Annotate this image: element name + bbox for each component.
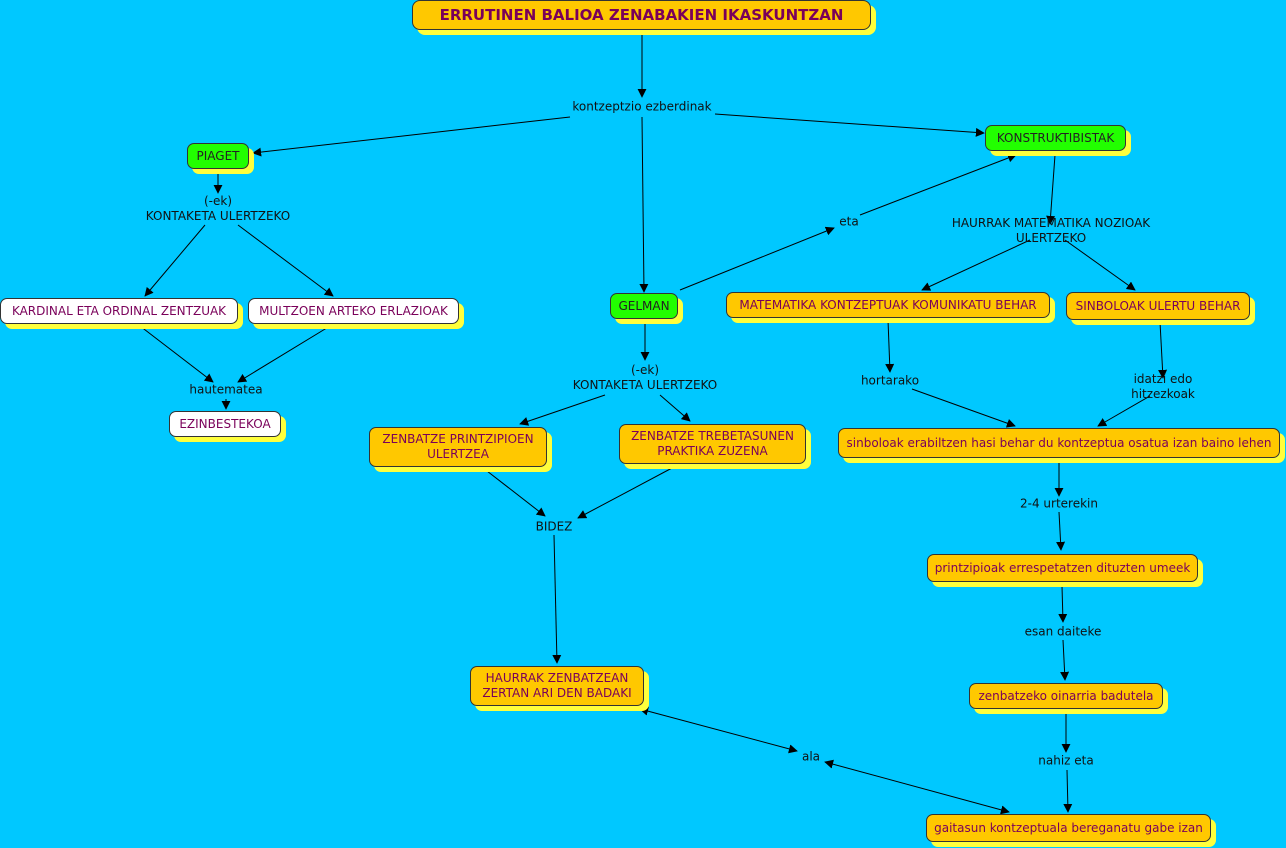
edge <box>679 226 835 291</box>
ek-kontaketa-label-2: (-ek) KONTAKETA ULERTZEKO <box>572 363 718 392</box>
main-title: ERRUTINEN BALIOA ZENABAKIEN IKASKUNTZAN <box>412 0 871 30</box>
edge <box>1097 395 1151 427</box>
ezinbestekoa-node: EZINBESTEKOA <box>169 411 281 437</box>
sinboloak-erabili-node: sinboloak erabiltzen hasi behar du kontz… <box>838 428 1280 458</box>
edge <box>486 470 546 517</box>
gaitasun-node: gaitasun kontzeptuala bereganatu gabe iz… <box>926 814 1211 842</box>
trebetasunen-node: ZENBATZE TREBETASUNEN PRAKTIKA ZUZENA <box>619 424 806 464</box>
hortarako-label: hortarako <box>860 373 920 388</box>
edge <box>519 394 606 426</box>
urterekin-label: 2-4 urterekin <box>1020 496 1098 511</box>
haurrak-zenbatzean-node: HAURRAK ZENBATZEAN ZERTAN ARI DEN BADAKI <box>470 666 644 706</box>
kontzeptzio-label: kontzeptzio ezberdinak <box>572 99 712 114</box>
ala-label: ala <box>801 749 821 764</box>
hautematea-label: hautematea <box>189 382 263 397</box>
konstruktibistak-node: KONSTRUKTIBISTAK <box>985 125 1126 151</box>
edge <box>1058 585 1068 623</box>
edge <box>1056 511 1066 551</box>
edge <box>859 153 1017 216</box>
edge <box>824 759 1010 815</box>
esan-label: esan daiteke <box>1024 624 1102 639</box>
edge <box>577 467 673 519</box>
printzipioak-errespetatzen-node: printzipioak errespetatzen dituzten umee… <box>927 554 1198 582</box>
edge <box>139 325 214 383</box>
edge <box>144 224 206 297</box>
edge <box>1046 154 1056 225</box>
edge <box>714 113 985 137</box>
edge <box>237 325 331 383</box>
edge <box>1064 239 1136 291</box>
edge <box>1158 321 1168 379</box>
matematika-kontzeptuak-node: MATEMATIKA KONTZEPTUAK KOMUNIKATU BEHAR <box>726 292 1050 318</box>
edge <box>885 319 895 373</box>
edge <box>639 706 798 754</box>
kardinal-node: KARDINAL ETA ORDINAL ZENTZUAK <box>0 298 238 324</box>
edge <box>1063 769 1073 813</box>
idatzi-label: idatzi edo hitzezkoak <box>1131 372 1195 401</box>
bidez-label: BIDEZ <box>535 519 573 534</box>
sinboloak-ulertu-node: SINBOLOAK ULERTU BEHAR <box>1066 292 1250 320</box>
piaget-node: PIAGET <box>187 143 249 169</box>
edge <box>252 116 571 157</box>
ek-kontaketa-label-1: (-ek) KONTAKETA ULERTZEKO <box>145 194 291 223</box>
oinarria-node: zenbatzeko oinarria badutela <box>969 683 1163 709</box>
haurrak-matematika-label: HAURRAK MATEMATIKA NOZIOAK ULERTZEKO <box>951 216 1151 245</box>
edge <box>237 224 334 297</box>
edge <box>1060 639 1070 681</box>
edge <box>659 394 691 422</box>
gelman-node: GELMAN <box>610 293 678 319</box>
eta-label: eta <box>839 214 859 229</box>
printzipioen-node: ZENBATZE PRINTZIPIOEN ULERTZEA <box>369 427 547 467</box>
multzoen-node: MULTZOEN ARTEKO ERLAZIOAK <box>248 298 459 324</box>
edge <box>911 388 1016 428</box>
edge <box>552 534 562 664</box>
edge <box>639 116 649 293</box>
edge <box>921 239 1031 291</box>
nahiz-label: nahiz eta <box>1038 753 1094 768</box>
